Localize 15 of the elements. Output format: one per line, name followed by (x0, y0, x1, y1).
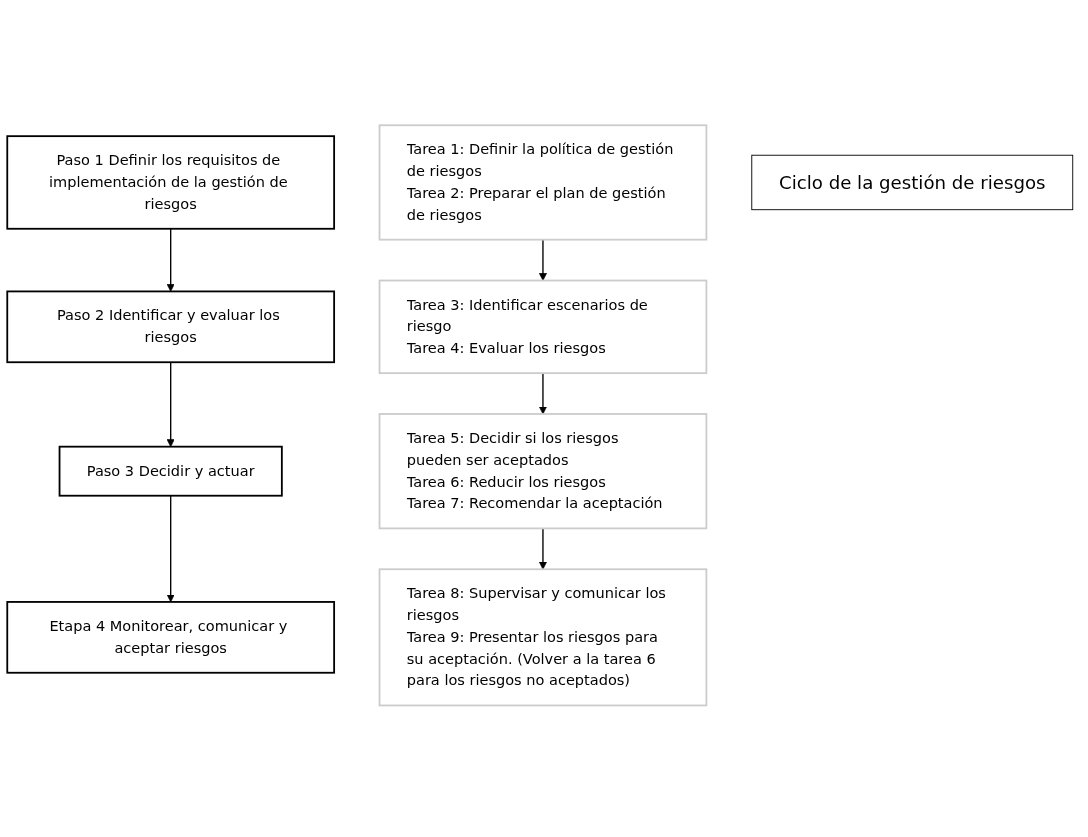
node-box: Paso 3 Decidir y actuar (58, 445, 283, 497)
node-box: Paso 2 Identificar y evaluar los riesgos (6, 290, 336, 363)
node-box: Paso 1 Definir los requisitos de implementación de la gestión de riesgos (6, 134, 336, 230)
arrow (166, 361, 175, 447)
node-box: Tarea 8: Supervisar y comunicar los riesgos Tarea 9: Presentar los riesgos para su aceptación. (Volver a la tarea 6 para los riesgos no aceptados) (378, 568, 708, 706)
node-box: Tarea 1: Definir la política de gestión de riesgos Tarea 2: Preparar el plan de gestión de riesgos (378, 124, 708, 241)
arrow (166, 227, 175, 292)
arrow (538, 527, 547, 570)
arrow (538, 372, 547, 414)
node-box: Etapa 4 Monitorear, comunicar y aceptar riesgos (6, 600, 336, 674)
node-box: Ciclo de la gestión de riesgos (751, 154, 1074, 210)
arrow (538, 238, 547, 281)
node-box: Tarea 5: Decidir si los riesgos pueden ser aceptados Tarea 6: Reducir los riesgos Tarea 7: Recomendar la aceptación (378, 412, 708, 529)
arrow (166, 494, 175, 602)
node-box: Tarea 3: Identificar escenarios de riesgo Tarea 4: Evaluar los riesgos (378, 279, 708, 374)
